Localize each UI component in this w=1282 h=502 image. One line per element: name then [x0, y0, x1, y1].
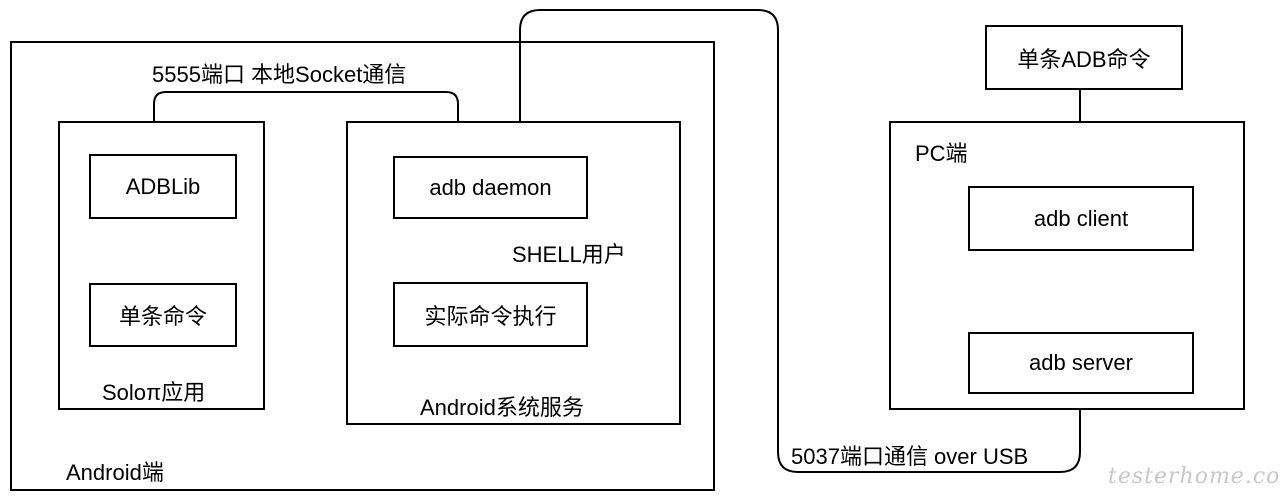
single-command-node: 单条命令 [89, 283, 237, 347]
adblib-node: ADBLib [89, 154, 237, 219]
pc-container-label: PC端 [915, 141, 968, 166]
watermark: testerhome.com [1108, 464, 1282, 489]
solopi-container-label: Soloπ应用 [102, 380, 206, 405]
adb-server-label: adb server [1029, 350, 1133, 375]
adb-daemon-node: adb daemon [393, 156, 588, 219]
adblib-label: ADBLib [125, 173, 201, 199]
pc-command-node: 单条ADB命令 [985, 25, 1183, 90]
shell-edge-label: SHELL用户 [512, 242, 626, 267]
android-container [10, 41, 715, 491]
edge-usb [519, 9, 1081, 473]
exec-node: 实际命令执行 [393, 282, 588, 347]
usb-edge-label: 5037端口通信 over USB [789, 444, 1031, 469]
adb-client-label: adb client [1033, 205, 1129, 231]
android-container-label: Android端 [66, 460, 164, 485]
socket-edge-label: 5555端口 本地Socket通信 [150, 62, 409, 87]
adb-client-node: adb client [968, 186, 1194, 251]
edge-socket [153, 91, 459, 154]
pc-command-label: 单条ADB命令 [1017, 46, 1151, 72]
system-service-label: Android系统服务 [420, 395, 584, 420]
adb-daemon-label: adb daemon [429, 174, 552, 200]
exec-label: 实际命令执行 [424, 303, 557, 329]
adb-server-node: adb server [968, 332, 1194, 394]
single-command-label: 单条命令 [118, 304, 207, 329]
